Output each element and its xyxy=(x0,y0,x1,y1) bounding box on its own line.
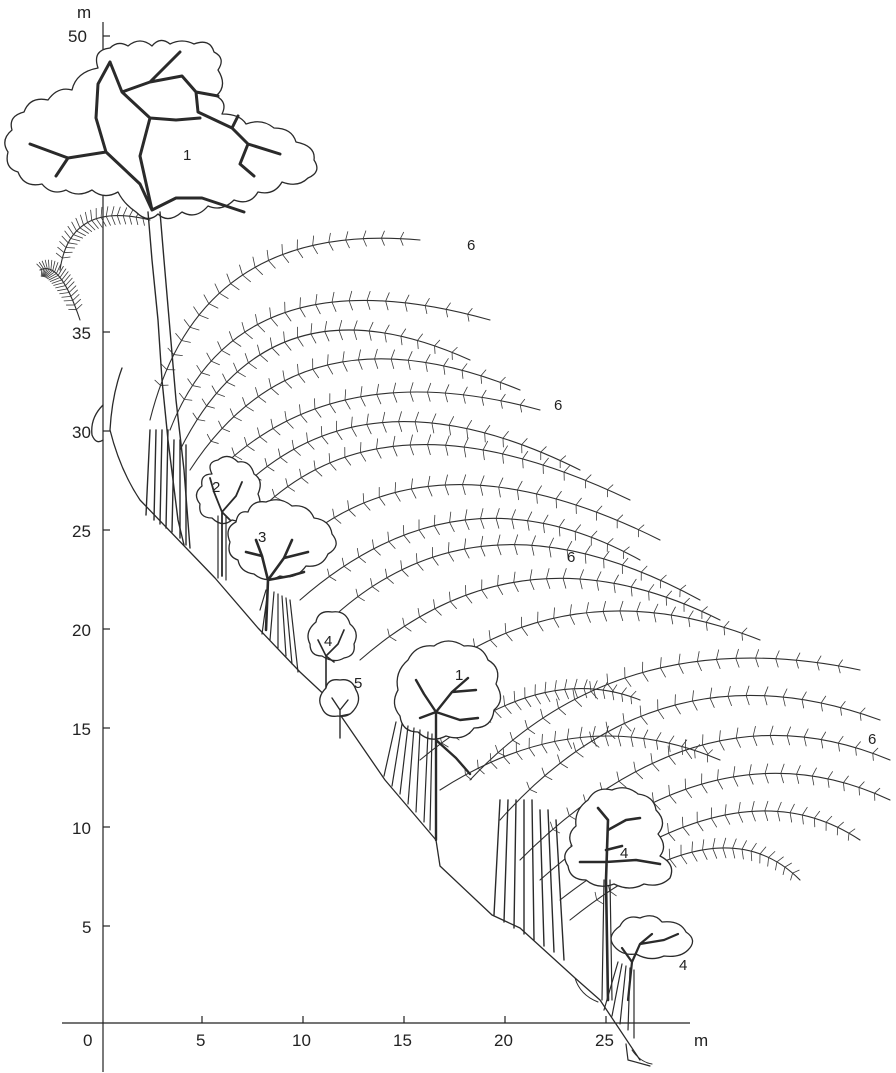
fern-frond-rachis xyxy=(440,736,720,790)
fern-trunk xyxy=(146,430,150,515)
plant-label-4-lower-a: 4 xyxy=(620,845,628,862)
x-unit-label: m xyxy=(694,1031,708,1050)
plant-label-1-mid: 1 xyxy=(455,667,463,684)
fern-leaflet xyxy=(37,264,42,276)
fern-trunk xyxy=(160,430,162,524)
fern-trunk xyxy=(556,820,564,960)
y-tick-label-30: 30 xyxy=(72,423,91,442)
fern-frond-rachis xyxy=(280,485,660,560)
plant-label-6-d: 6 xyxy=(868,731,876,748)
tree-3-crown xyxy=(228,500,336,580)
plant-label-2: 2 xyxy=(212,479,220,496)
y-tick-label-20: 20 xyxy=(72,621,91,640)
y-tick-label-15: 15 xyxy=(72,720,91,739)
fern-frond-rachis xyxy=(150,238,420,420)
plant-label-5: 5 xyxy=(354,675,362,692)
tree-1-mid: 1 xyxy=(384,641,501,840)
x-tick-label-10: 10 xyxy=(292,1031,311,1050)
y-tick-label-5: 5 xyxy=(82,918,91,937)
x-tick-label-15: 15 xyxy=(393,1031,412,1050)
tree-1-mid-stilt-roots xyxy=(384,722,432,830)
plant-label-6-c: 6 xyxy=(567,549,575,566)
y-tick-label-35: 35 xyxy=(72,324,91,343)
y-unit-label: m xyxy=(77,3,91,22)
x-tick-label-20: 20 xyxy=(494,1031,513,1050)
fern-trunk xyxy=(540,810,544,946)
tree-1-crown xyxy=(5,40,317,218)
fern-trunk xyxy=(514,800,516,928)
plant-label-6-a: 6 xyxy=(467,237,475,254)
fern-frond-rachis xyxy=(500,695,880,820)
tree-4-lower-b-stilt-roots xyxy=(604,962,650,1066)
y-tick-label-25: 25 xyxy=(72,522,91,541)
x-tick-label-25: 25 xyxy=(595,1031,614,1050)
fern-frond-rachis xyxy=(190,359,520,470)
plant-label-6-b: 6 xyxy=(554,397,562,414)
plant-label-3: 3 xyxy=(258,529,266,546)
tree-4-lower-a: 4 xyxy=(565,788,672,1000)
tree-4-lower-a-crown xyxy=(565,788,672,888)
x-tick-label-5: 5 xyxy=(196,1031,205,1050)
plant-label-4-upper: 4 xyxy=(324,633,332,650)
y-tick-label-10: 10 xyxy=(72,819,91,838)
tree-4-lower-b-crown xyxy=(611,916,692,959)
y-tick-label-50: 50 xyxy=(68,27,87,46)
fern-trunk xyxy=(154,430,156,520)
fern-trunk xyxy=(504,800,508,922)
fern-trunk xyxy=(166,430,168,528)
fern-trunk xyxy=(532,800,534,940)
fern-frond-rachis xyxy=(300,518,640,600)
plant-label-1-top: 1 xyxy=(183,147,191,164)
origin-label: 0 xyxy=(83,1031,92,1050)
plant-label-4-lower-b: 4 xyxy=(679,957,687,974)
fern-frond-rachis xyxy=(360,578,720,660)
tree-4-lower-b: 4 xyxy=(604,916,693,1066)
tree-1-mid-crown xyxy=(394,641,500,739)
ground-slope xyxy=(92,368,652,1064)
tree-fern-fronds xyxy=(37,207,890,960)
fern-trunk xyxy=(494,800,500,915)
